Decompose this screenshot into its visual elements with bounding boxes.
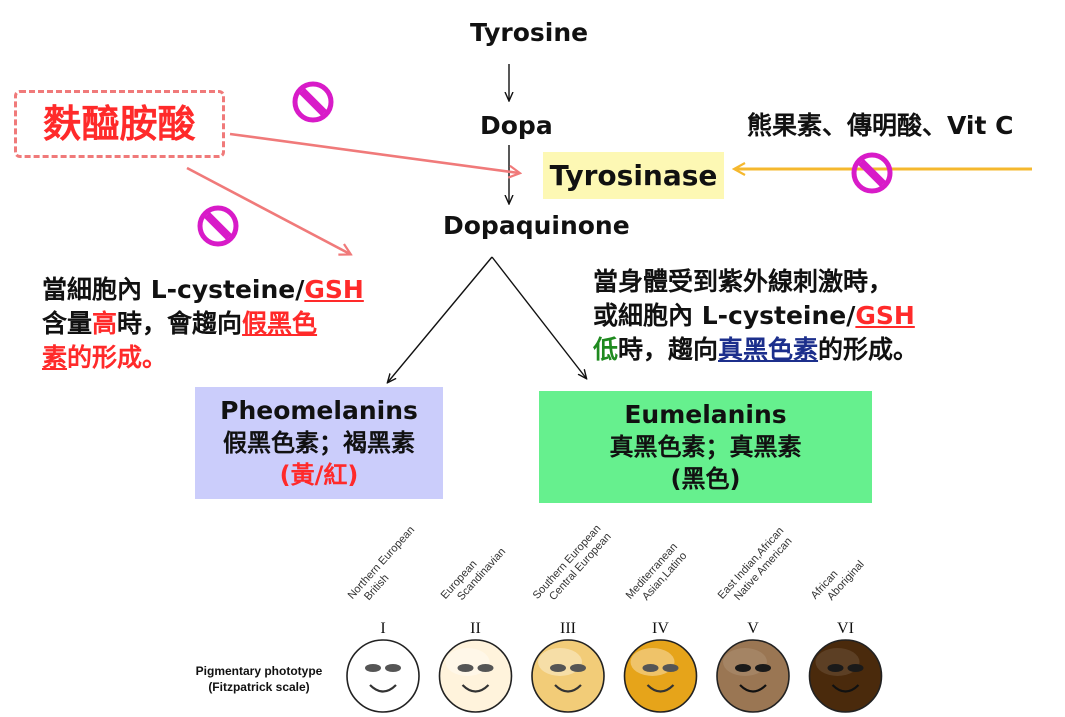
mouth-shape: [554, 684, 582, 693]
phototype-numeral: IV: [652, 620, 669, 637]
phototype-label: Pigmentary phototype (Fitzpatrick scale): [188, 663, 330, 695]
note-left-text: 的形成。: [67, 343, 168, 372]
high-highlight: 高: [92, 309, 118, 338]
eye-shape: [755, 664, 771, 672]
mouth-shape: [461, 684, 490, 693]
skin-tone-face-icon: [438, 639, 513, 713]
arrow-to-pheomelanin: [388, 256, 493, 382]
mouth-shape: [831, 684, 860, 693]
skin-tone-face-icon: [808, 639, 883, 713]
skin-tone-face-icon: [346, 639, 420, 713]
eye-shape: [477, 664, 494, 672]
low-highlight: 低: [593, 335, 619, 364]
mouth-shape: [739, 684, 767, 693]
gsh-highlight: GSH: [855, 301, 915, 330]
arrow-to-eumelanin: [491, 256, 586, 378]
note-left-line-2: 含量高時，會趨向假黑色: [42, 307, 422, 341]
pheomelanin-box: Pheomelanins 假黑色素；褐黑素 (黃/紅): [195, 387, 443, 499]
inhibit-icon: [197, 205, 239, 247]
eye-shape: [570, 664, 586, 672]
pheomelanin-highlight: 素: [42, 343, 68, 372]
note-left: 當細胞內 L-cysteine/GSH 含量高時，會趨向假黑色 素的形成。: [42, 273, 422, 375]
gsh-highlight: GSH: [304, 275, 364, 304]
note-left-line-3: 素的形成。: [42, 341, 422, 375]
pheomelanin-subtitle: 假黑色素；褐黑素: [223, 429, 415, 457]
eye-shape: [735, 664, 751, 672]
note-right-line-3: 低時，趨向真黑色素的形成。: [593, 333, 1013, 367]
inhibitors-label: 熊果素、傳明酸、Vit C: [747, 111, 1014, 140]
eumelanin-subtitle: 真黑色素；真黑素: [609, 433, 802, 461]
eye-shape: [385, 664, 401, 672]
skin-tone-face-icon: [623, 639, 698, 713]
phototype-numeral: III: [560, 620, 576, 637]
pheomelanin-title: Pheomelanins: [220, 396, 418, 425]
note-right-text: 時，趨向: [618, 335, 719, 364]
phototype-numeral: VI: [837, 620, 854, 637]
mouth-shape: [369, 684, 397, 693]
pink-arrow-to-note: [186, 166, 350, 254]
dopaquinone-label: Dopaquinone: [443, 211, 630, 240]
phototype-numeral: I: [380, 620, 386, 637]
note-left-text: 時，會趨向: [117, 309, 243, 338]
phototype-numeral: V: [747, 620, 759, 637]
eumelanin-highlight: 真黑色素: [718, 335, 819, 364]
eye-shape: [550, 664, 566, 672]
glutamine-label: 麩醯胺酸: [43, 102, 196, 146]
phototype-numeral: II: [470, 620, 481, 637]
note-left-line-1: 當細胞內 L-cysteine/GSH: [42, 273, 422, 307]
pheomelanin-highlight: 假黑色: [242, 309, 318, 338]
note-right-text: 的形成。: [818, 335, 919, 364]
inhibit-icon: [851, 152, 893, 194]
pheomelanin-color: (黃/紅): [279, 461, 359, 489]
eye-shape: [827, 664, 844, 672]
pink-arrow-to-tyrosinase: [229, 132, 519, 173]
tyrosinase-label: Tyrosinase: [549, 159, 718, 192]
note-right-line-1: 當身體受到紫外線刺激時，: [593, 267, 894, 296]
phototype-label-line-2: (Fitzpatrick scale): [208, 680, 310, 694]
eye-shape: [457, 664, 474, 672]
eye-shape: [365, 664, 381, 672]
note-right-text: 或細胞內 L-cysteine/: [593, 301, 856, 330]
phototype-label-line-1: Pigmentary phototype: [195, 664, 323, 678]
skin-tone-face-icon: [531, 639, 605, 713]
eye-shape: [642, 664, 659, 672]
mouth-shape: [646, 684, 675, 693]
note-left-text: 含量: [42, 309, 93, 338]
eye-shape: [662, 664, 679, 672]
dopa-label: Dopa: [480, 111, 553, 140]
eye-shape: [847, 664, 864, 672]
glutamine-box: 麩醯胺酸: [14, 90, 225, 158]
inhibit-icon: [292, 81, 334, 123]
note-left-text: 當細胞內 L-cysteine/: [42, 275, 305, 304]
phototype-faces: [346, 639, 883, 713]
note-right: 當身體受到紫外線刺激時， 或細胞內 L-cysteine/GSH 低時，趨向真黑…: [593, 265, 1013, 367]
eumelanin-color: (黑色): [670, 465, 741, 493]
eumelanin-box: Eumelanins 真黑色素；真黑素 (黑色): [539, 391, 872, 503]
note-right-line-2: 或細胞內 L-cysteine/GSH: [593, 299, 1013, 333]
skin-tone-face-icon: [716, 639, 790, 713]
tyrosine-label: Tyrosine: [470, 18, 589, 47]
eumelanin-title: Eumelanins: [624, 400, 787, 429]
tyrosinase-box: Tyrosinase: [543, 152, 724, 199]
